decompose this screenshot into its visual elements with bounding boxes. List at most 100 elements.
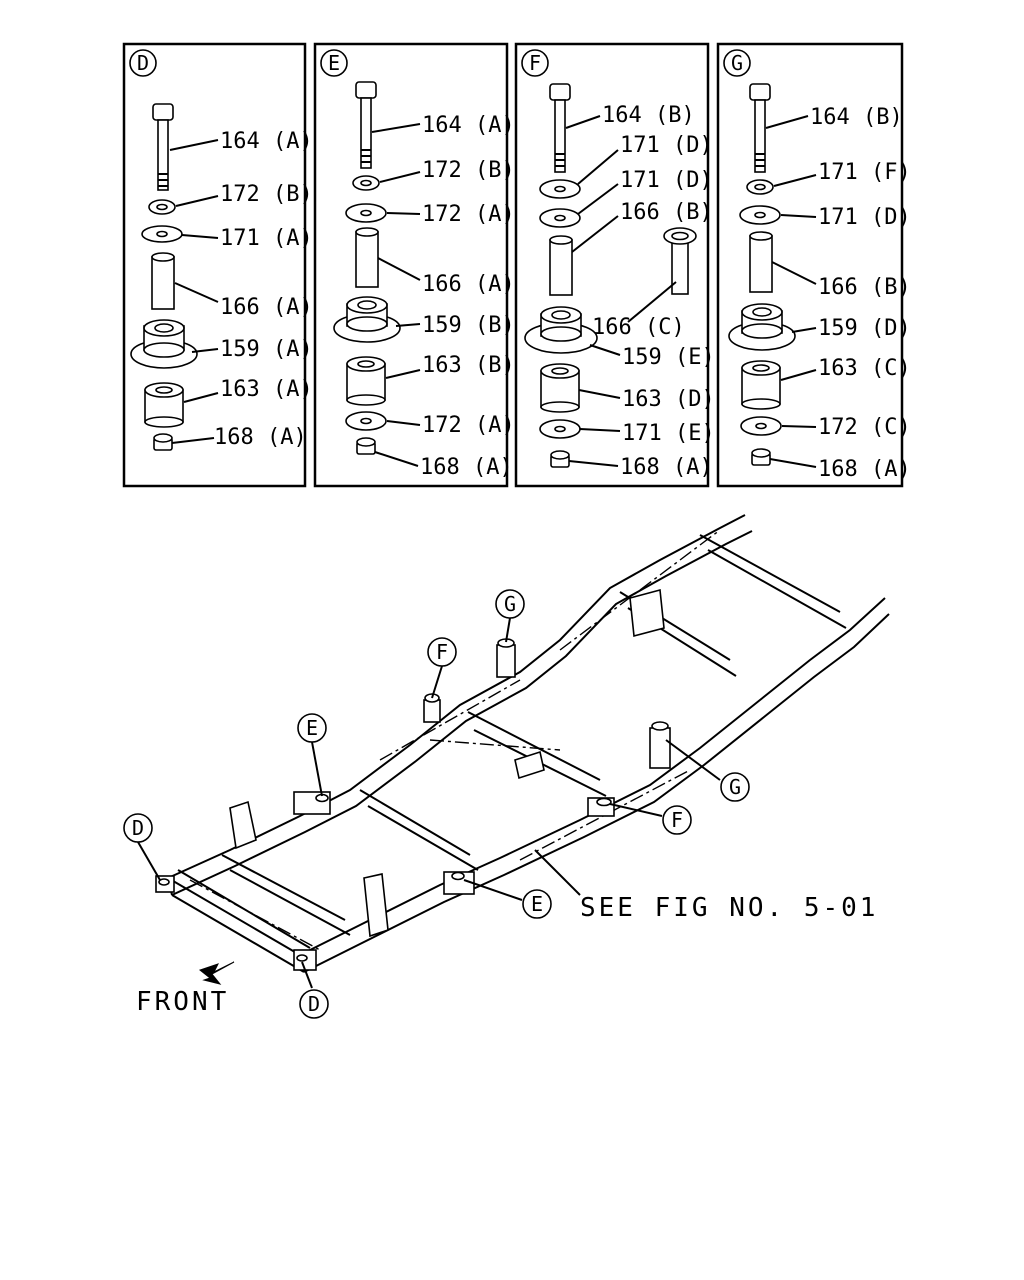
part-label: 159 (B) xyxy=(422,313,515,338)
part-label: 163 (D) xyxy=(622,387,715,412)
bolt-part xyxy=(355,81,377,169)
bolt-part xyxy=(749,83,771,173)
panel-g-header-callout: G xyxy=(723,49,751,77)
part-label: 166 (A) xyxy=(220,295,313,320)
panel-e: E xyxy=(313,42,515,488)
cushion-part xyxy=(728,303,796,351)
panel-g-letter: G xyxy=(731,51,743,75)
front-label: FRONT xyxy=(136,987,229,1017)
mount-bracket xyxy=(155,875,175,893)
part-label: 171 (D) xyxy=(818,205,911,230)
mount-bracket xyxy=(587,797,615,817)
bolt-part xyxy=(549,83,571,173)
part-label: 163 (B) xyxy=(422,353,515,378)
part-label: 166 (C) xyxy=(592,315,685,340)
part-label: 171 (A) xyxy=(220,226,313,251)
panel-d-letter: D xyxy=(137,51,149,75)
crossmember xyxy=(359,789,479,871)
panel-e-letter: E xyxy=(328,51,340,75)
callout-e: E xyxy=(297,713,327,743)
flanged-sleeve-part xyxy=(663,227,697,295)
nut-part xyxy=(751,448,771,466)
lower-cushion-part xyxy=(540,363,580,413)
cushion-part xyxy=(130,319,198,369)
part-label: 171 (E) xyxy=(622,421,715,446)
svg-text:E: E xyxy=(306,716,318,740)
callout-e: E xyxy=(522,889,552,919)
nut-part xyxy=(153,433,173,451)
lower-cushion-part xyxy=(741,360,781,410)
part-label: 168 (A) xyxy=(818,457,911,482)
mount-bracket xyxy=(293,949,317,971)
sleeve-part xyxy=(749,231,773,293)
lower-cushion-part xyxy=(144,382,184,428)
mount-bracket xyxy=(443,871,475,895)
part-label: 166 (B) xyxy=(818,275,911,300)
crossmember xyxy=(221,854,351,936)
svg-text:E: E xyxy=(531,892,543,916)
part-label: 172 (C) xyxy=(818,415,911,440)
right-frame-rail xyxy=(299,597,886,956)
mount-bracket xyxy=(649,721,671,769)
part-label: 166 (B) xyxy=(620,200,713,225)
callout-d: D xyxy=(299,989,329,1019)
panel-f: F xyxy=(514,42,715,488)
mount-bracket xyxy=(423,693,441,723)
part-label: 163 (C) xyxy=(818,356,911,381)
part-label: 159 (A) xyxy=(220,337,313,362)
cushion-part xyxy=(333,296,401,343)
panel-d: D xyxy=(122,42,313,488)
part-label: 164 (B) xyxy=(810,105,903,130)
sleeve-part xyxy=(355,227,379,288)
left-frame-rail xyxy=(167,514,746,879)
svg-text:D: D xyxy=(308,992,320,1016)
vehicle-frame-drawing xyxy=(155,514,890,973)
part-label: 164 (A) xyxy=(422,113,515,138)
part-label: 168 (A) xyxy=(420,455,513,480)
callout-g: G xyxy=(495,589,525,619)
panel-d-header-callout: D xyxy=(129,49,157,77)
callout-f: F xyxy=(427,637,457,667)
part-label: 172 (B) xyxy=(220,182,313,207)
lower-cushion-part xyxy=(346,356,386,406)
mount-bracket xyxy=(293,791,331,815)
part-label: 168 (A) xyxy=(214,425,307,450)
part-label: 163 (A) xyxy=(220,377,313,402)
part-label: 166 (A) xyxy=(422,272,515,297)
sleeve-part xyxy=(549,235,573,296)
svg-text:D: D xyxy=(132,816,144,840)
part-label: 168 (A) xyxy=(620,455,713,480)
panel-f-header-callout: F xyxy=(521,49,549,77)
callout-g: G xyxy=(720,772,750,802)
bolt-part xyxy=(152,103,174,191)
mount-bracket xyxy=(496,638,516,678)
callout-d: D xyxy=(123,813,153,843)
part-label: 171 (D) xyxy=(620,168,713,193)
svg-text:F: F xyxy=(671,808,683,832)
part-label: 171 (F) xyxy=(818,160,911,185)
cushion-part xyxy=(524,306,598,354)
part-label: 164 (B) xyxy=(602,103,695,128)
part-label: 159 (D) xyxy=(818,316,911,341)
nut-part xyxy=(356,437,376,455)
front-crossmember xyxy=(167,877,305,973)
part-label: 172 (A) xyxy=(422,413,515,438)
svg-text:G: G xyxy=(729,775,741,799)
part-label: 172 (A) xyxy=(422,202,515,227)
svg-text:F: F xyxy=(436,640,448,664)
panel-g: G xyxy=(716,42,911,488)
see-figure-note: SEE FIG NO. 5-01 xyxy=(580,893,878,923)
nut-part xyxy=(550,450,570,468)
sleeve-part xyxy=(151,252,175,310)
frame-callouts: G F E D G F E D xyxy=(123,589,750,1019)
part-label: 171 (D) xyxy=(620,133,713,158)
callout-f: F xyxy=(662,805,692,835)
panel-e-header-callout: E xyxy=(320,49,348,77)
svg-text:G: G xyxy=(504,592,516,616)
rear-crossmember xyxy=(699,534,847,629)
part-label: 164 (A) xyxy=(220,129,313,154)
part-label: 172 (B) xyxy=(422,158,515,183)
front-arrow-icon xyxy=(198,961,235,985)
panel-f-letter: F xyxy=(529,51,541,75)
